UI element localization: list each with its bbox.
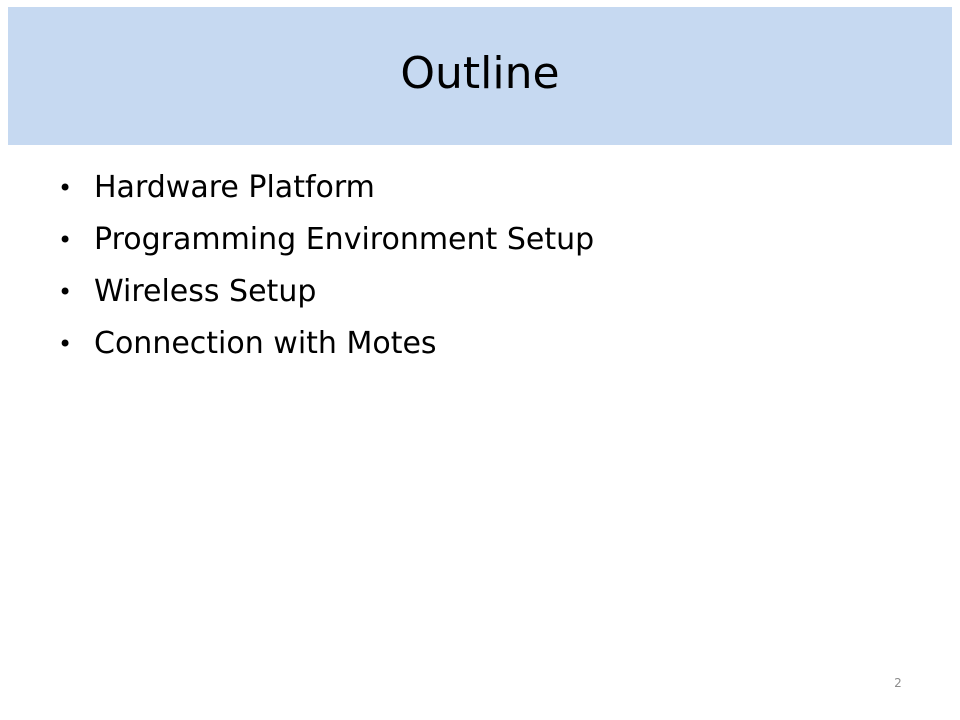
bullet-text: Hardware Platform xyxy=(94,170,375,205)
bullet-icon: • xyxy=(58,330,73,358)
bullet-list: • Hardware Platform • Programming Enviro… xyxy=(58,166,594,374)
bullet-item: • Connection with Motes xyxy=(58,322,594,374)
bullet-text: Wireless Setup xyxy=(94,274,317,309)
title-bar: Outline xyxy=(8,7,952,145)
bullet-icon: • xyxy=(58,174,73,202)
slide-title: Outline xyxy=(400,47,560,99)
page-number: 2 xyxy=(894,676,902,690)
bullet-item: • Wireless Setup xyxy=(58,270,594,322)
bullet-icon: • xyxy=(58,278,73,306)
bullet-item: • Hardware Platform xyxy=(58,166,594,218)
bullet-item: • Programming Environment Setup xyxy=(58,218,594,270)
bullet-text: Programming Environment Setup xyxy=(94,222,595,257)
bullet-text: Connection with Motes xyxy=(94,326,437,361)
bullet-icon: • xyxy=(58,226,73,254)
